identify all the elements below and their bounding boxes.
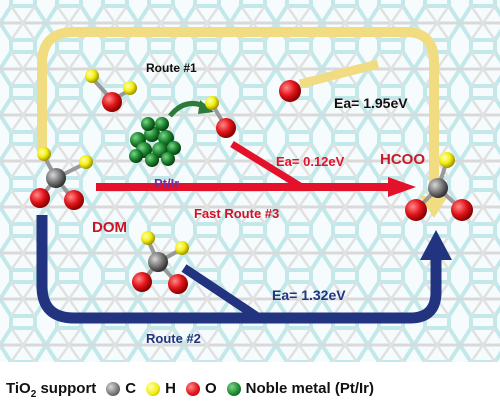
hydrogen-atom xyxy=(85,69,99,83)
route1-path xyxy=(37,27,439,198)
oxygen-atom-lone xyxy=(279,80,301,102)
fast-route-feed-arrow xyxy=(230,141,302,189)
oxygen-atom xyxy=(64,190,84,210)
route2-feed-arrow xyxy=(181,264,259,320)
legend-carbon: C xyxy=(125,380,137,397)
reactant-label: DOM xyxy=(92,219,127,236)
oxygen-atom xyxy=(168,274,188,294)
oxygen-atom xyxy=(102,92,122,112)
hydrogen-atom xyxy=(205,96,219,110)
carbon-swatch-icon xyxy=(106,381,121,396)
route2-path xyxy=(36,215,442,324)
dom-molecule xyxy=(30,147,93,210)
route1-feed-arrow xyxy=(298,59,380,89)
legend: TiO2 support C H O Noble metal (Pt/Ir) xyxy=(0,362,500,404)
oxygen-atom xyxy=(405,199,427,221)
hydrogen-atom xyxy=(37,147,51,161)
oxygen-atom xyxy=(30,188,50,208)
oxygen-atom xyxy=(451,199,473,221)
hydrogen-atom xyxy=(175,241,189,255)
carbon-atom xyxy=(148,252,168,272)
route1-label: Route #1 xyxy=(146,61,197,75)
fast-route-label: Fast Route #3 xyxy=(194,206,279,221)
route2-ea: Ea= 1.32eV xyxy=(272,287,346,303)
carbon-atom xyxy=(46,168,66,188)
oxygen-swatch-icon xyxy=(185,381,200,396)
route2-label: Route #2 xyxy=(146,331,201,346)
legend-hydrogen: H xyxy=(165,380,176,397)
hydrogen-atom xyxy=(141,231,155,245)
noble-metal-swatch-icon xyxy=(226,381,241,396)
carbon-atom xyxy=(428,178,448,198)
catalyst-label: Pt/Ir xyxy=(154,176,179,191)
oxygen-atom xyxy=(216,118,236,138)
legend-noble-metal: Noble metal (Pt/Ir) xyxy=(245,380,375,397)
catalyst-arrowhead xyxy=(198,100,214,114)
noble-metal-cluster xyxy=(129,117,181,167)
hydrogen-atom xyxy=(79,155,93,169)
fast-route-arrowhead xyxy=(388,177,416,197)
hydroxyl-molecule-top xyxy=(85,69,137,112)
oxygen-atom xyxy=(132,272,152,292)
hydrogen-swatch-icon xyxy=(146,381,161,396)
intermediate-molecule xyxy=(132,231,189,294)
route1-ea: Ea= 1.95eV xyxy=(334,95,408,111)
tio2-lattice xyxy=(0,0,500,362)
legend-oxygen: O xyxy=(204,380,217,397)
hydroxyl-group xyxy=(205,96,236,138)
hydrogen-atom xyxy=(123,81,137,95)
legend-support: TiO2 support xyxy=(6,380,97,400)
hydrogen-atom xyxy=(439,152,455,168)
route2-arrowhead xyxy=(420,230,452,260)
product-label: HCOO xyxy=(380,151,425,168)
hcoo-molecule xyxy=(405,152,473,221)
legend-row: TiO2 support C H O Noble metal (Pt/Ir) xyxy=(6,380,375,400)
fast-route-ea: Ea= 0.12eV xyxy=(276,154,345,169)
